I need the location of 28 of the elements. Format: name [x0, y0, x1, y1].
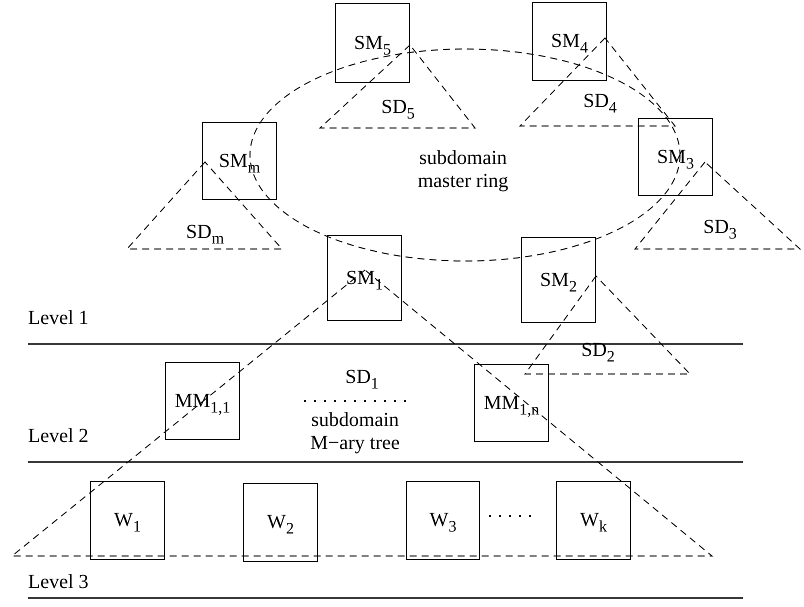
subdomain-label: SD$_{3}$ — [703, 216, 737, 238]
ring-label: subdomain master ring — [416, 147, 510, 193]
node-box — [202, 122, 277, 200]
node-label: W$_{3}$ — [430, 509, 456, 532]
node-box — [243, 483, 318, 562]
node-box — [327, 235, 402, 321]
subdomain-label: SD$_{5}$ — [381, 96, 415, 118]
node-label: W$_{1}$ — [114, 509, 141, 532]
level-label: Level 3 — [28, 570, 89, 594]
node-box — [638, 118, 713, 196]
node-label: SM$_{5}$ — [354, 32, 391, 54]
subdomain-label: SD$_{4}$ — [583, 90, 617, 112]
node-box — [532, 2, 607, 81]
node-label: MM$_{1,n}$ — [484, 392, 540, 414]
node-box — [165, 362, 240, 440]
subdomain-label: SD$_{1}$ — [345, 366, 379, 388]
subdomain-label: SD$_{m}$ — [186, 220, 224, 244]
node-label: SM$_{2}$ — [540, 268, 577, 292]
node-box — [335, 3, 410, 83]
node-label: W$_{2}$ — [267, 511, 294, 534]
node-label: W$_{k}$ — [580, 509, 607, 532]
node-box — [521, 237, 596, 323]
node-label: MM$_{1,1}$ — [174, 390, 230, 412]
level-label: Level 1 — [28, 306, 89, 330]
node-label: SM$_{4}$ — [551, 30, 588, 53]
subdomain-label: subdomain M−ary tree — [309, 409, 401, 455]
level-label: Level 2 — [28, 424, 89, 448]
node-label: SM$_{m}$ — [218, 150, 260, 172]
